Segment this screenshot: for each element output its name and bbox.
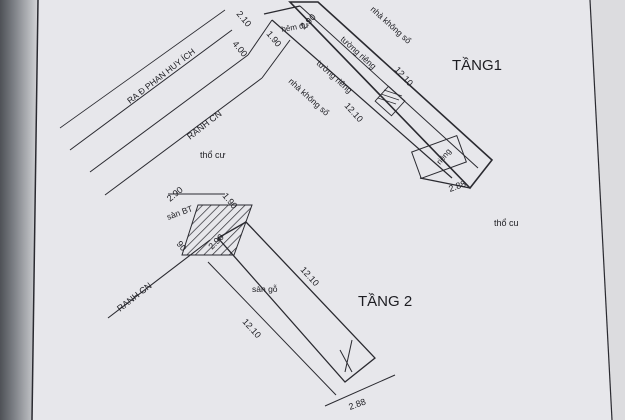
street-line-1 xyxy=(69,29,233,151)
san-go-label: sàn gỗ xyxy=(252,284,278,294)
floor-1-rieng-room xyxy=(411,134,467,180)
ranh-line-top xyxy=(104,77,263,196)
tho-cu-right-label: thổ cu xyxy=(494,218,519,228)
dim-90: 90 xyxy=(174,239,188,253)
floor-2-title: TẦNG 2 xyxy=(358,293,412,310)
floor-1-inner-wall-1 xyxy=(271,19,453,179)
floor-2-outline xyxy=(216,221,376,383)
floor-1-side-line xyxy=(247,19,273,56)
floor-1-title: TẦNG1 xyxy=(452,57,502,74)
floor-1-wall-end xyxy=(419,177,471,189)
floor-2-hatch-slab xyxy=(181,204,253,256)
floor-2-stair-mark-2 xyxy=(344,339,353,373)
floor-1-hem-line xyxy=(263,5,301,15)
tho-cu-left-label: thổ cư xyxy=(200,150,226,160)
paper-edge-left xyxy=(31,0,39,420)
floor-1-outline xyxy=(288,1,494,190)
paper-sheet xyxy=(32,0,612,420)
street-line-2 xyxy=(89,54,249,173)
ranh-line-top-2 xyxy=(59,9,226,129)
floor-1-side-line-2 xyxy=(261,39,291,79)
floor-1-stairs xyxy=(374,85,406,117)
floor-2-stair-mark xyxy=(339,349,353,373)
paper-edge-right xyxy=(589,0,613,420)
floor-2-dim-bottom xyxy=(324,374,396,407)
floor-1-plan xyxy=(59,1,494,196)
floor-2-inner-1 xyxy=(207,261,337,396)
floor-2-plan xyxy=(107,193,396,407)
